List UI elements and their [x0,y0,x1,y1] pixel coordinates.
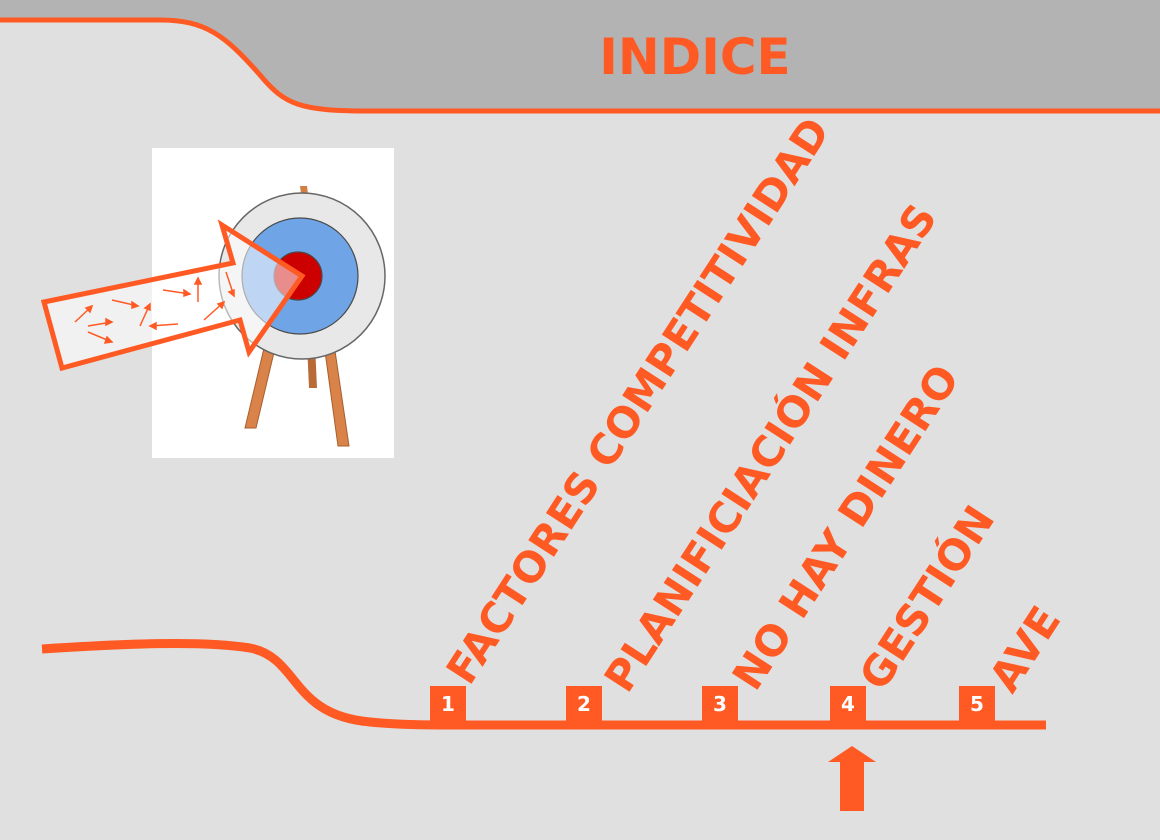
timeline-line [41,638,1046,730]
topic-marker-3[interactable]: 3 [702,686,738,722]
topic-marker-5[interactable]: 5 [959,686,995,722]
header-curve-line [0,17,1160,114]
small-arrows-icon [74,271,235,344]
up-arrow-icon [828,746,876,811]
header-band [0,0,1160,111]
topic-marker-4[interactable]: 4 [830,686,866,722]
topic-marker-2[interactable]: 2 [566,686,602,722]
page-title: INDICE [599,28,791,86]
topic-marker-1[interactable]: 1 [430,686,466,722]
